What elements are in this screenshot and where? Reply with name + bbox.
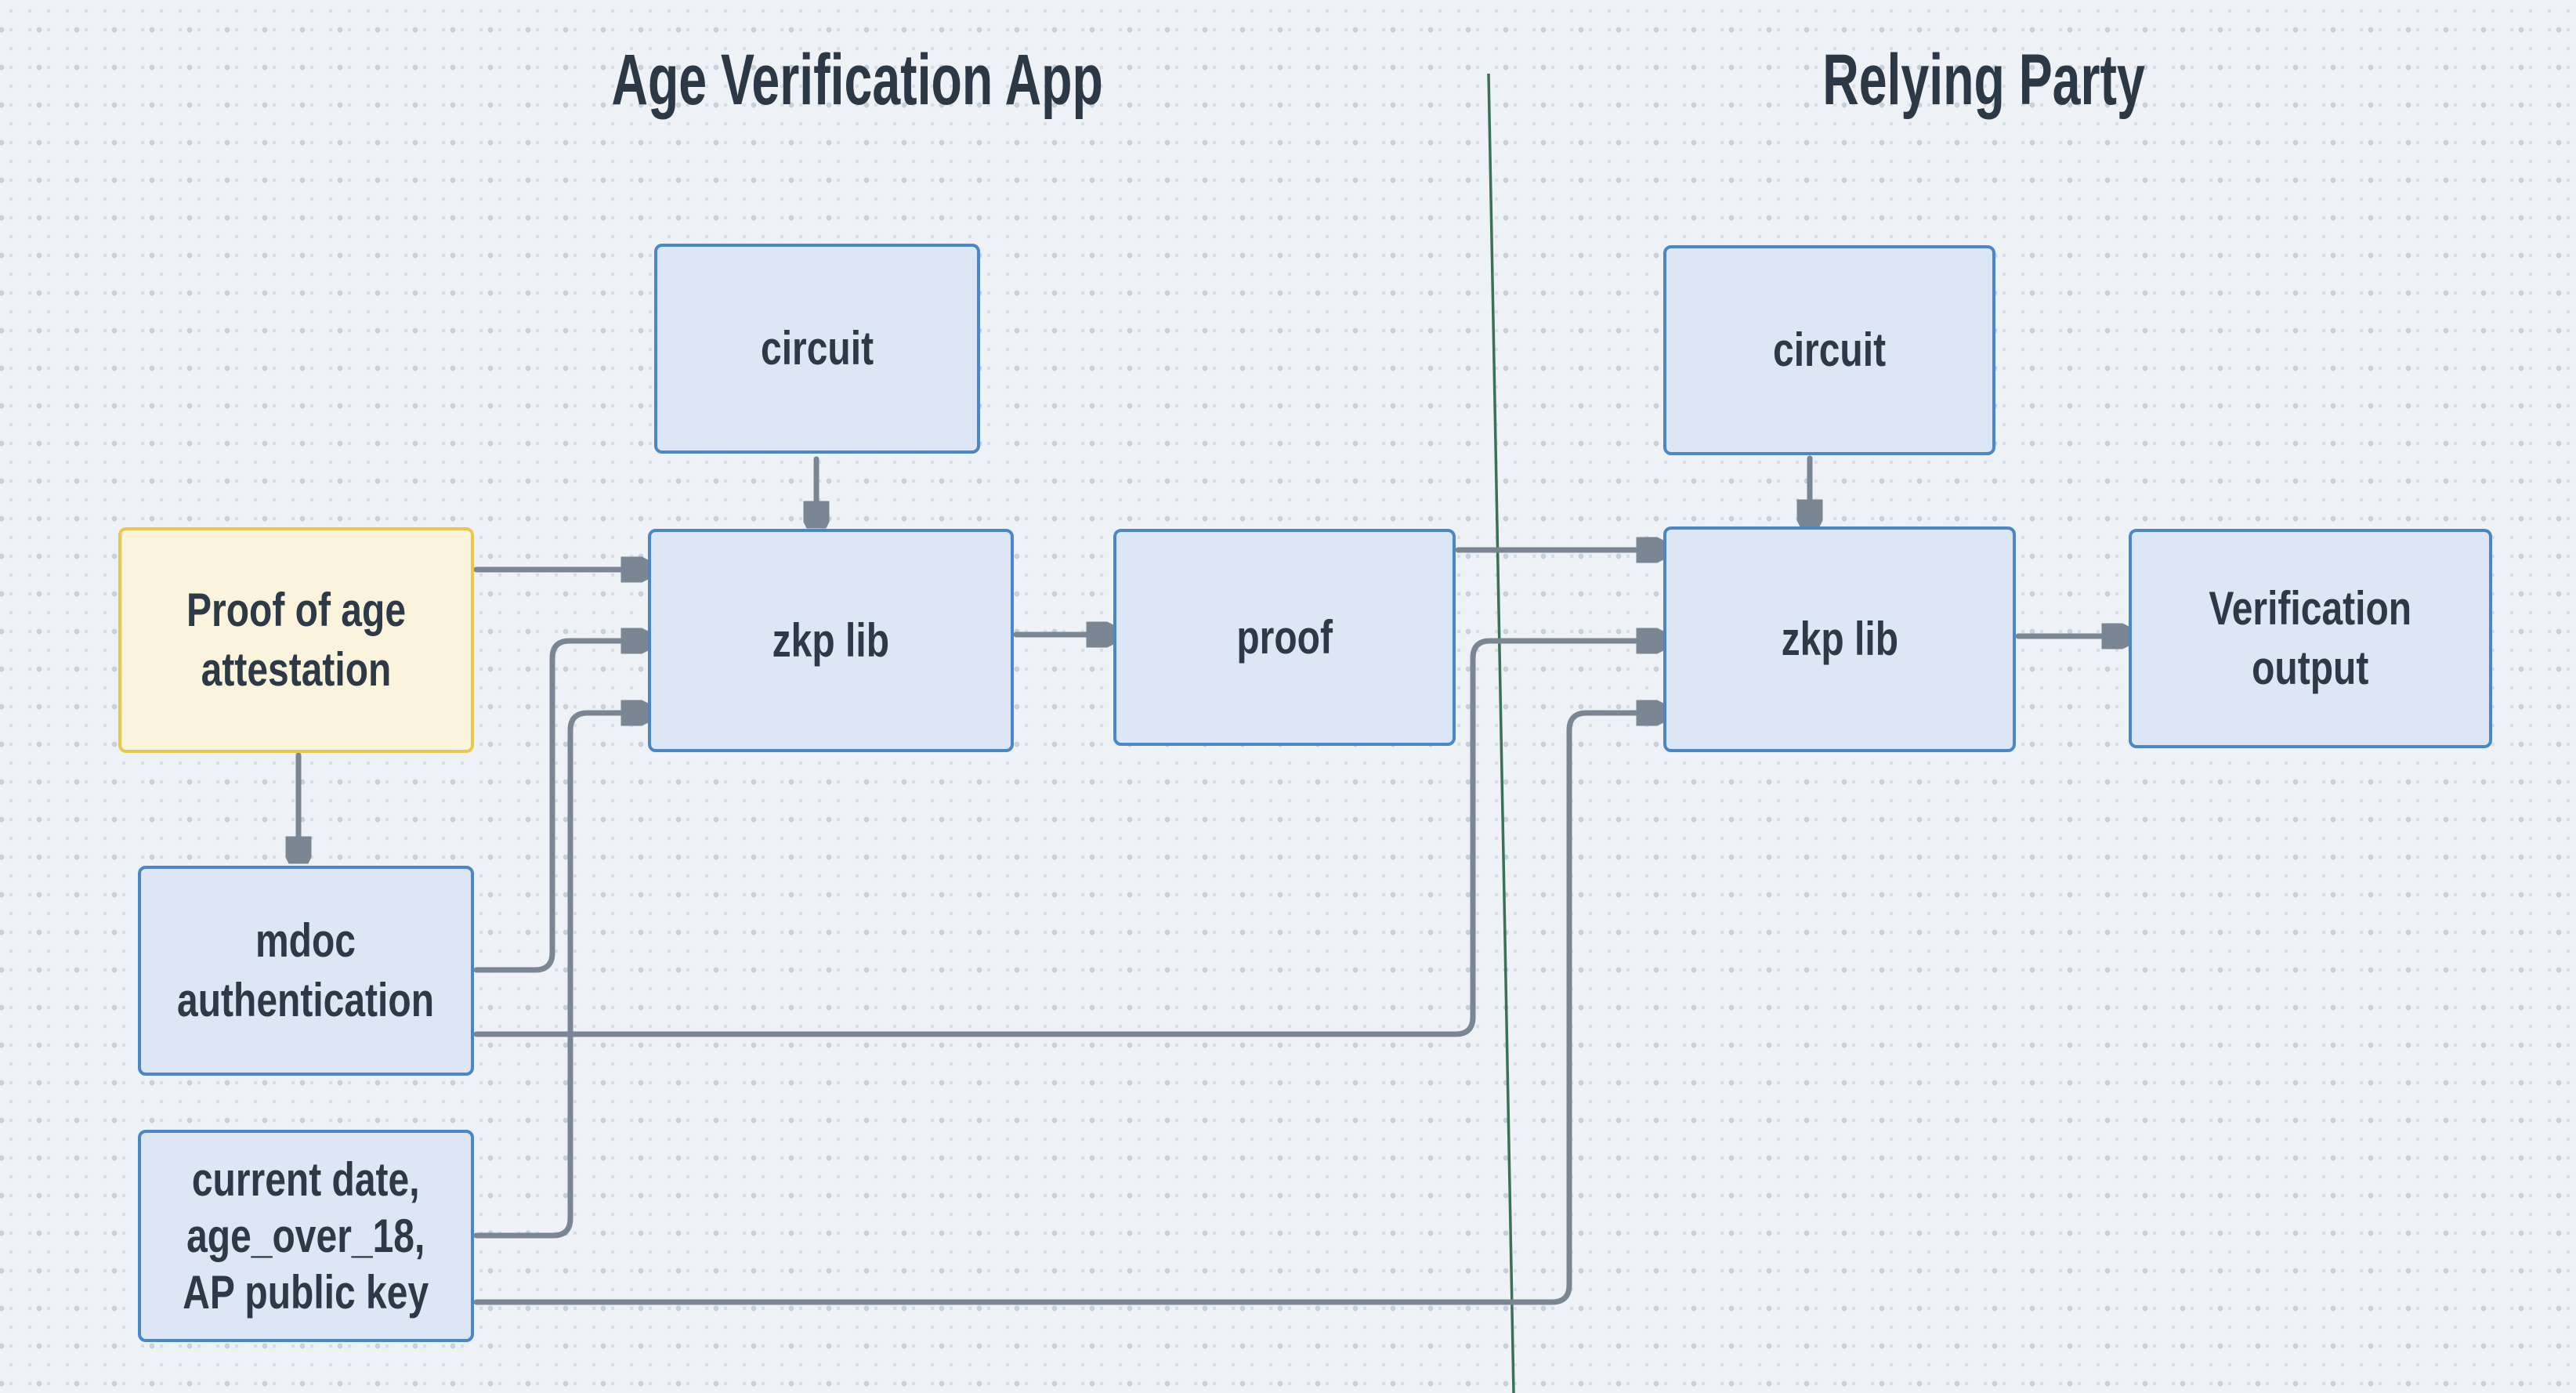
node-label: zkp lib [1781,613,1898,665]
node-label-line: output [2252,642,2369,694]
arrow-inputs-to-zkp-right [473,713,1654,1305]
arrow-mdoc-to-zkp-right [473,641,1654,1037]
node-label-line: attestation [201,643,392,696]
node-label: proof [1236,610,1333,664]
node-label-line: Verification [2209,582,2412,635]
node-proof: proof [1113,529,1456,746]
node-label-line: AP public key [183,1265,429,1319]
node-verification-output: Verification output [2129,529,2492,748]
node-circuit-right: circuit [1663,245,1995,455]
trust-boundary-divider [1487,73,1515,1393]
node-zkp-lib-left: zkp lib [648,529,1014,752]
node-label-line: current date, [192,1152,420,1206]
node-public-inputs: current date, age_over_18, AP public key [138,1130,474,1342]
node-label: zkp lib [772,613,890,667]
node-label-line: mdoc [255,914,356,967]
section-title-age-verification-app: Age Verification App [506,39,1102,121]
section-title-text: Age Verification App [611,40,1103,120]
node-zkp-lib-right: zkp lib [1663,526,2016,752]
arrow-mdoc-to-zkp-left [473,641,639,973]
node-label-line: Proof of age [186,584,406,636]
section-title-text: Relying Party [1822,40,2145,120]
node-mdoc-authentication: mdoc authentication [138,866,474,1076]
section-title-relying-party: Relying Party [1709,39,2258,121]
node-label: circuit [760,322,874,374]
node-proof-of-age-attestation: Proof of age attestation [118,527,474,753]
node-label: circuit [1772,324,1887,376]
node-label-line: authentication [177,974,435,1026]
arrow-inputs-to-zkp-left [473,713,639,1239]
node-circuit-left: circuit [654,244,980,454]
node-label-line: age_over_18, [186,1209,425,1262]
